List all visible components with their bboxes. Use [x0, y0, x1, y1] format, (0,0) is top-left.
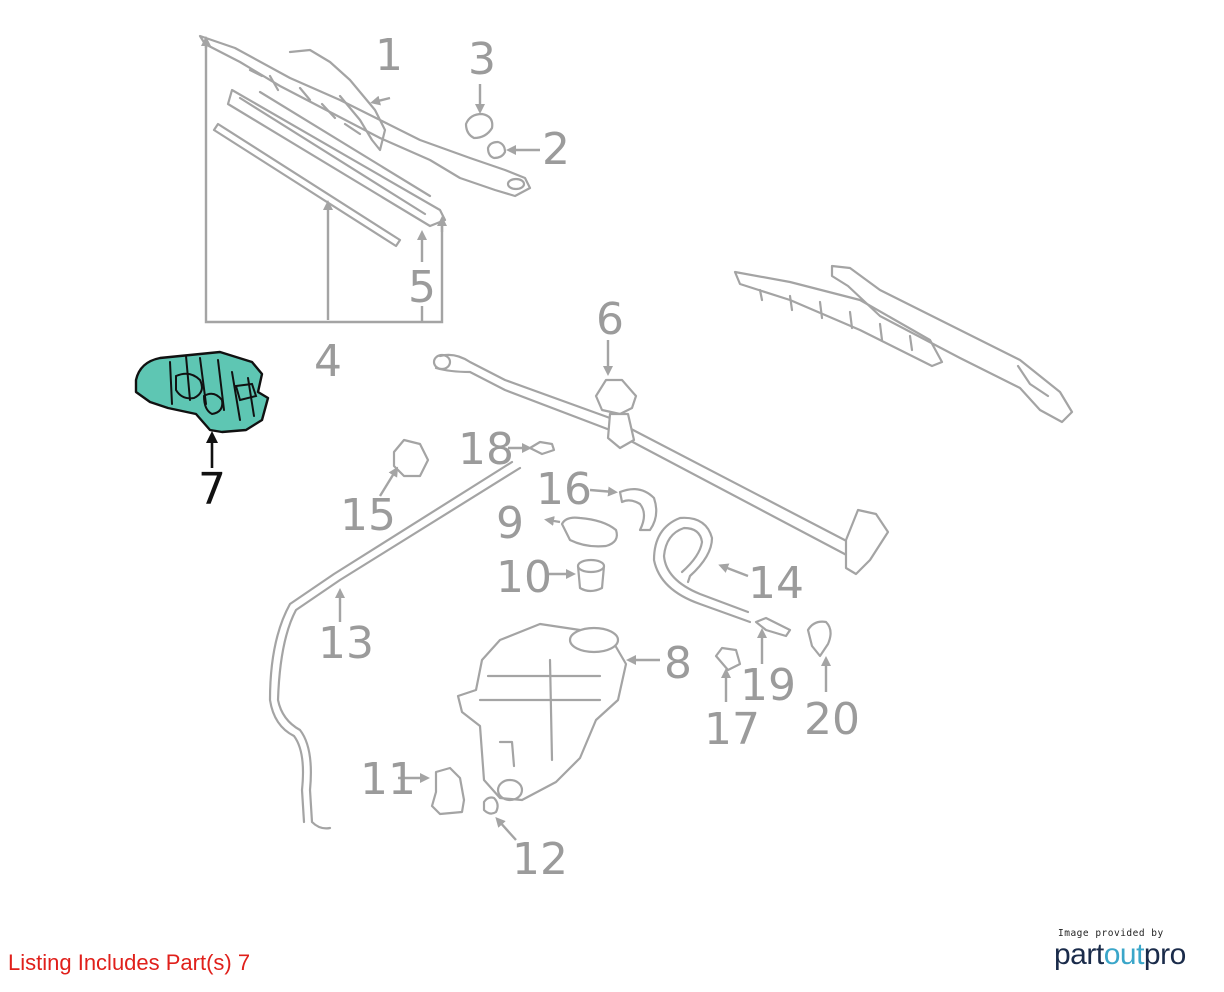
callout-6: 6 [596, 294, 624, 345]
listing-includes-text: Listing Includes Part(s) 7 [8, 950, 251, 975]
callout-10: 10 [496, 552, 552, 603]
nozzle-cover-part [560, 516, 618, 548]
pump-11-part [430, 766, 466, 816]
arm-cap-part [464, 112, 494, 140]
wiper-motor-part [134, 350, 270, 434]
callout-2: 2 [542, 124, 570, 175]
wiper-linkage-part [432, 353, 890, 576]
fitting-18-part [528, 440, 556, 456]
callout-12: 12 [512, 834, 568, 885]
hose-16-part [618, 487, 658, 532]
callout-20: 20 [804, 694, 860, 745]
callout-19: 19 [740, 660, 796, 711]
callout-7: 7 [198, 464, 226, 515]
callout-17: 17 [704, 704, 760, 755]
clip-17-part [714, 646, 742, 672]
washer-reservoir-part [456, 622, 628, 802]
logo-wordmark: partoutpro [1054, 939, 1214, 971]
nozzle-20-part [806, 620, 832, 658]
clip-15-part [392, 438, 430, 478]
callout-1: 1 [375, 30, 403, 81]
callout-18: 18 [458, 424, 514, 475]
callout-13: 13 [318, 618, 374, 669]
seal-12-part [482, 796, 499, 815]
callout-15: 15 [340, 490, 396, 541]
grommet-part [576, 558, 606, 593]
blade-bracket [201, 36, 447, 324]
logo-word-out: out [1103, 938, 1145, 971]
logo-caption: Image provided by [1058, 928, 1164, 939]
callout-3: 3 [468, 34, 496, 85]
callout-9: 9 [496, 498, 524, 549]
callout-labels: 1 2 3 4 5 6 7 8 9 10 11 12 13 14 15 16 1… [198, 30, 860, 885]
wiper-arm-part [198, 34, 532, 198]
hose-14-part [652, 516, 752, 624]
rear-wiper-arm-part [733, 264, 1074, 424]
hose-13-part [268, 460, 522, 830]
callout-arrows [206, 84, 831, 841]
partoutpro-logo: Image provided by partoutpro [1054, 928, 1214, 971]
callout-5: 5 [408, 262, 436, 313]
callout-8: 8 [664, 638, 692, 689]
arm-nut-part [486, 140, 507, 160]
callout-11: 11 [360, 754, 416, 805]
logo-word-part: part [1054, 938, 1104, 971]
logo-word-pro: pro [1143, 938, 1186, 971]
callout-16: 16 [536, 464, 592, 515]
callout-14: 14 [748, 558, 804, 609]
callout-4: 4 [314, 336, 342, 387]
